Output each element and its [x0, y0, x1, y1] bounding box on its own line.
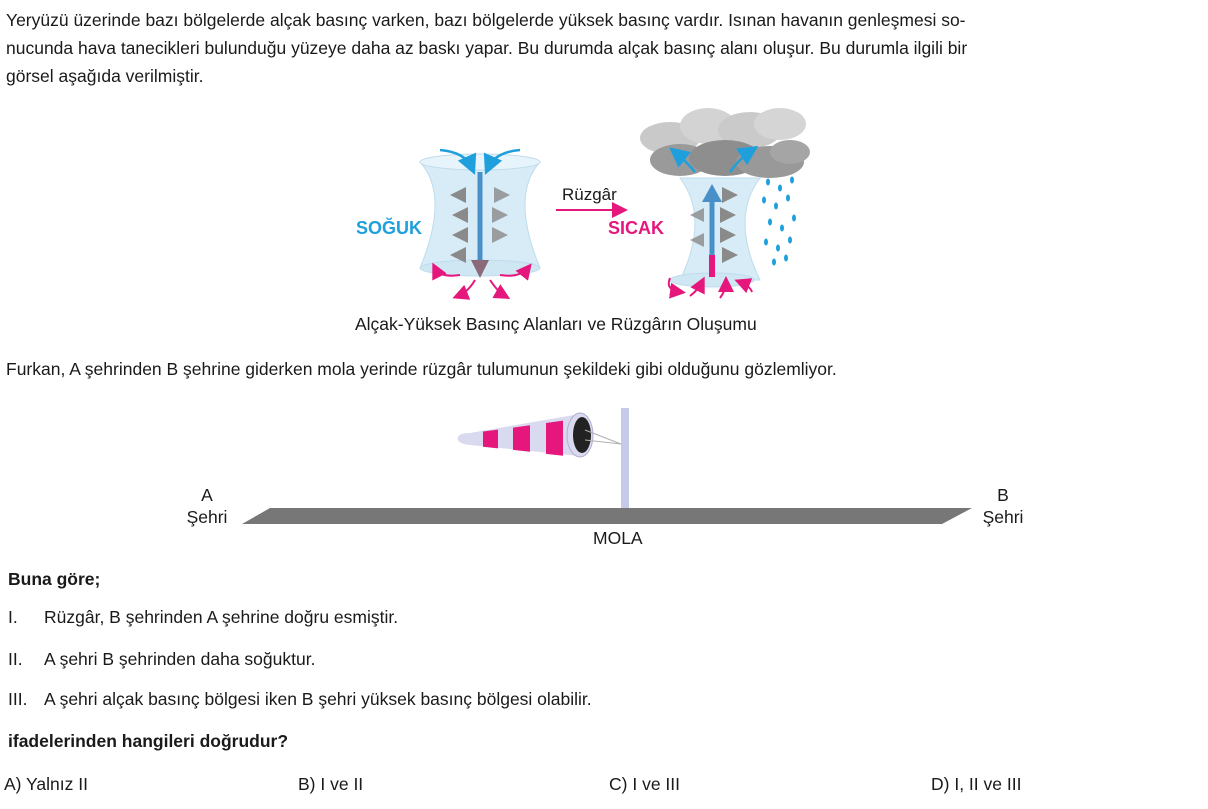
- hot-label: SICAK: [608, 218, 664, 238]
- city-a-letter: A: [201, 485, 213, 505]
- option-letter: D): [931, 774, 950, 794]
- statement-number: I.: [8, 607, 18, 627]
- city-b-letter: B: [997, 485, 1009, 505]
- intro-line-3: görsel aşağıda verilmiştir.: [6, 66, 204, 86]
- statement-text: Rüzgâr, B şehrinden A şehrine doğru esmi…: [44, 607, 399, 627]
- pressure-wind-figure: SOĞUK Rüzgâr SICAK: [356, 108, 810, 300]
- statement-text: A şehri B şehrinden daha soğuktur.: [44, 649, 316, 669]
- intro-line-2: nucunda hava tanecikleri bulunduğu yüzey…: [6, 38, 968, 58]
- statement-number: III.: [8, 689, 28, 709]
- road: [242, 508, 972, 524]
- inflow-arrow-icon: [483, 148, 521, 175]
- windsock-icon: [457, 412, 622, 458]
- option-text: I ve II: [320, 774, 364, 794]
- question-prompt: ifadelerinden hangileri doğrudur?: [8, 731, 289, 751]
- option-text: I, II ve III: [954, 774, 1022, 794]
- option-c[interactable]: C) I ve III: [609, 774, 680, 795]
- observation-text: Furkan, A şehrinden B şehrine giderken m…: [6, 359, 837, 379]
- windsock-road-figure: [242, 408, 972, 524]
- city-a-word: Şehri: [186, 507, 228, 527]
- inflow-arrow-icon: [439, 148, 477, 175]
- figure1-caption: Alçak-Yüksek Basınç Alanları ve Rüzgârın…: [355, 314, 757, 334]
- option-letter: C): [609, 774, 628, 794]
- statement-text: A şehri alçak basınç bölgesi iken B şehr…: [44, 689, 592, 709]
- windsock-pole: [621, 408, 629, 508]
- option-letter: A): [4, 774, 22, 794]
- mola-label: MOLA: [593, 528, 643, 548]
- city-b-label: B Şehri: [970, 484, 1036, 528]
- cloud-icon: [640, 108, 810, 178]
- city-a-label: A Şehri: [174, 484, 240, 528]
- intro-line-1: Yeryüzü üzerinde bazı bölgelerde alçak b…: [6, 10, 966, 30]
- question-lead: Buna göre;: [8, 569, 101, 589]
- cold-side-arrows-icon: [450, 187, 510, 263]
- statement-3: III. A şehri alçak basınç bölgesi iken B …: [8, 689, 592, 710]
- option-b[interactable]: B) I ve II: [298, 774, 363, 795]
- option-text: Yalnız II: [26, 774, 88, 794]
- statement-1: I. Rüzgâr, B şehrinden A şehrine doğru es…: [8, 607, 398, 628]
- cold-label: SOĞUK: [356, 217, 422, 238]
- city-b-word: Şehri: [982, 507, 1024, 527]
- option-letter: B): [298, 774, 316, 794]
- outflow-arrow-icon: [669, 147, 696, 173]
- outflow-arrow-icon: [728, 145, 759, 173]
- cold-air-column: [418, 148, 542, 300]
- wind-label: Rüzgâr: [562, 185, 617, 204]
- hot-air-column: [667, 177, 761, 299]
- rain-drops-icon: [762, 176, 796, 266]
- option-text: I ve III: [632, 774, 680, 794]
- statement-2: II. A şehri B şehrinden daha soğuktur.: [8, 649, 315, 670]
- option-a[interactable]: A) Yalnız II: [4, 774, 88, 795]
- option-d[interactable]: D) I, II ve III: [931, 774, 1021, 795]
- statement-number: II.: [8, 649, 23, 669]
